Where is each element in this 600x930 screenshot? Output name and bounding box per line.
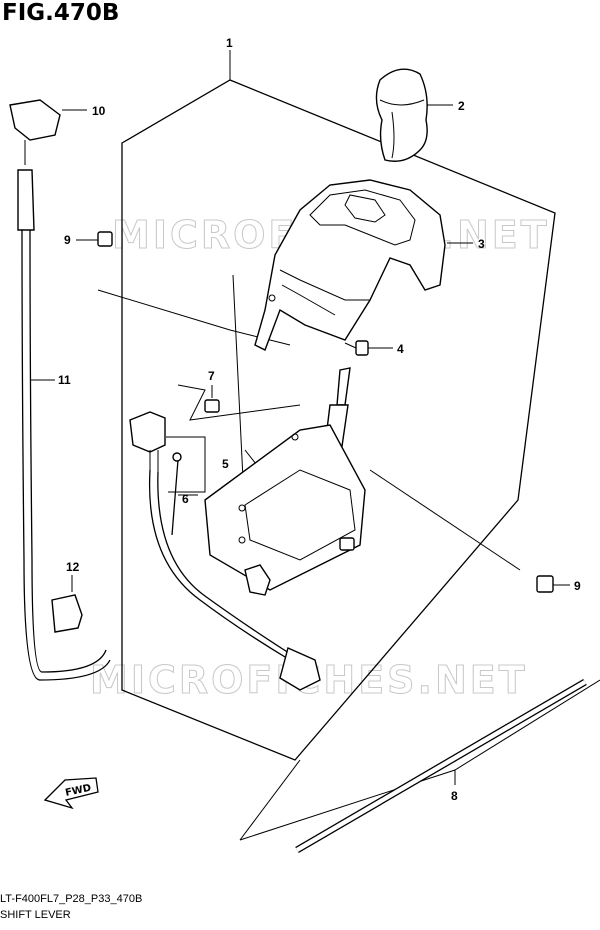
callout-9-top: 9 (64, 233, 71, 247)
fwd-label: FWD (64, 783, 92, 799)
callout-2: 2 (458, 99, 465, 113)
sensor-cable (9, 99, 111, 681)
shift-knob (375, 68, 428, 162)
callout-7: 7 (208, 369, 215, 383)
callout-9-right: 9 (574, 579, 581, 593)
leader-9-top (97, 289, 231, 331)
callout-8: 8 (451, 789, 458, 803)
bolt-4 (344, 340, 369, 356)
bolt-9-top (97, 231, 113, 247)
leader-7 (177, 384, 301, 421)
cable-clamp (51, 594, 83, 633)
leader-8-frame-left (239, 759, 301, 841)
figure-name: SHIFT LEVER (0, 909, 71, 921)
callout-11: 11 (58, 373, 71, 387)
callout-5: 5 (222, 457, 229, 471)
neutral-switch (129, 411, 321, 691)
callout-6: 6 (182, 492, 189, 506)
shift-rod (295, 678, 587, 854)
figure-title: FIG.470B (2, 0, 120, 26)
callout-4: 4 (397, 342, 404, 356)
leader-5 (166, 436, 206, 493)
cable-tie (171, 452, 182, 536)
callout-10: 10 (92, 104, 106, 118)
leader-9-right (369, 469, 521, 571)
shift-lever-assembly (204, 367, 366, 596)
shift-cover (254, 179, 446, 351)
forward-arrow: FWD (43, 777, 99, 810)
callout-12: 12 (66, 560, 80, 574)
callout-3: 3 (478, 237, 485, 251)
figure-code: LT-F400FL7_P28_P33_470B (0, 893, 143, 905)
bolt-9-right (536, 575, 554, 593)
callout-1: 1 (226, 36, 233, 50)
bolt-7 (204, 399, 220, 413)
